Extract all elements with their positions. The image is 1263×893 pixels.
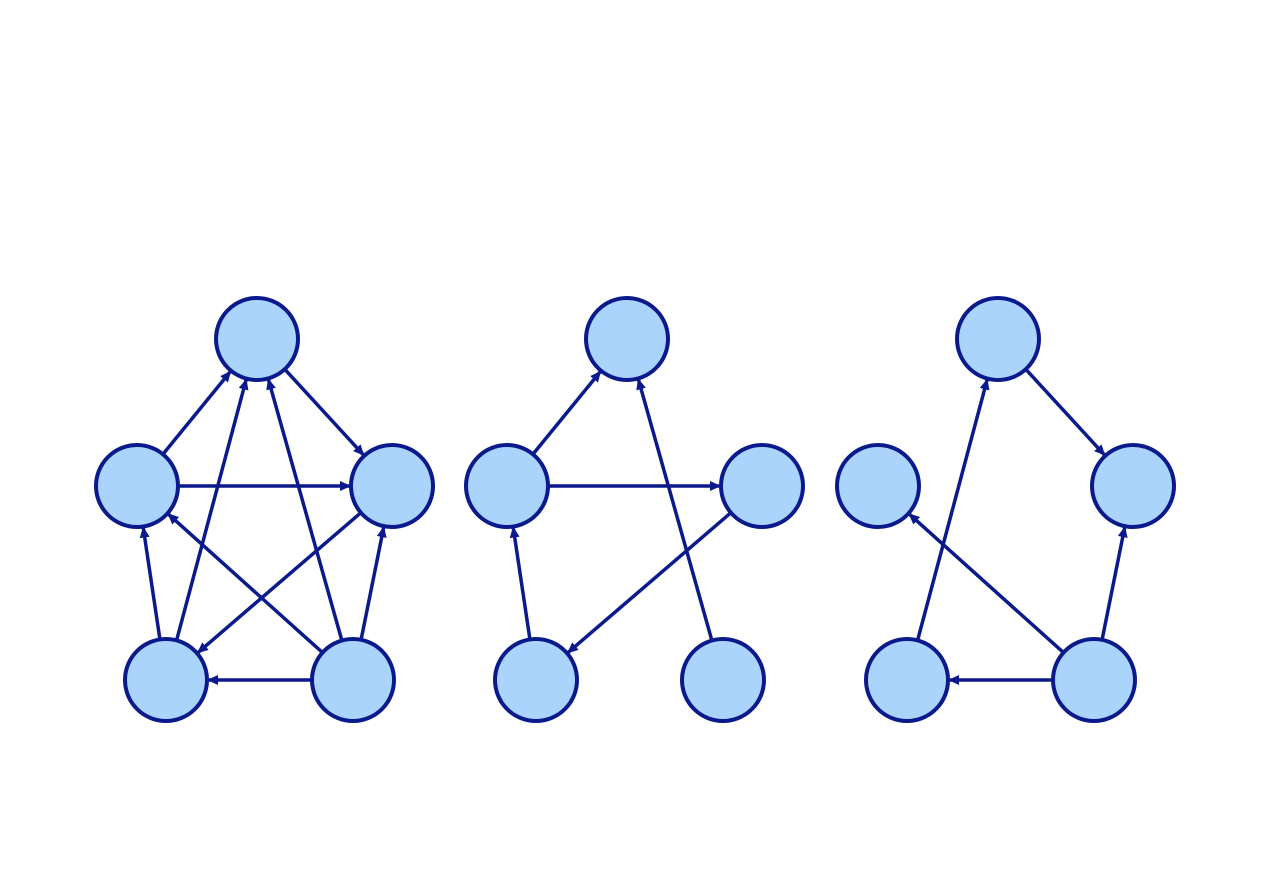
node-right <box>719 443 805 529</box>
node-bottom-right <box>1051 637 1137 723</box>
edge-left-to-top <box>161 370 232 456</box>
edge-left-to-top <box>531 370 602 456</box>
graph-1 <box>94 296 435 723</box>
edge-bottom-left-to-left <box>509 526 532 640</box>
graph-3 <box>835 296 1176 723</box>
node-bottom-right <box>310 637 396 723</box>
node-left <box>464 443 550 529</box>
edge-top-to-right <box>283 368 365 457</box>
edge-bottom-right-to-left <box>908 512 1065 654</box>
edge-bottom-left-to-top <box>915 378 990 641</box>
edge-bottom-left-to-left <box>139 526 162 640</box>
edge-right-to-bottom-left <box>566 511 733 654</box>
node-left <box>94 443 180 529</box>
node-bottom-left <box>493 637 579 723</box>
node-bottom-left <box>123 637 209 723</box>
edge-bottom-right-to-top <box>266 378 344 642</box>
edge-bottom-left-to-top <box>174 378 249 641</box>
edge-bottom-right-to-top <box>636 378 714 642</box>
graph-2 <box>464 296 805 723</box>
node-left <box>835 443 921 529</box>
node-right <box>349 443 435 529</box>
edge-bottom-right-to-left <box>167 512 324 654</box>
edge-right-to-bottom-left <box>196 511 363 654</box>
node-top <box>955 296 1041 382</box>
node-right <box>1090 443 1176 529</box>
edge-bottom-right-to-right <box>359 526 387 641</box>
edge-bottom-right-to-right <box>1100 526 1128 641</box>
node-bottom-right <box>680 637 766 723</box>
edge-top-to-right <box>1024 368 1106 457</box>
node-top <box>214 296 300 382</box>
node-top <box>584 296 670 382</box>
node-bottom-left <box>864 637 950 723</box>
